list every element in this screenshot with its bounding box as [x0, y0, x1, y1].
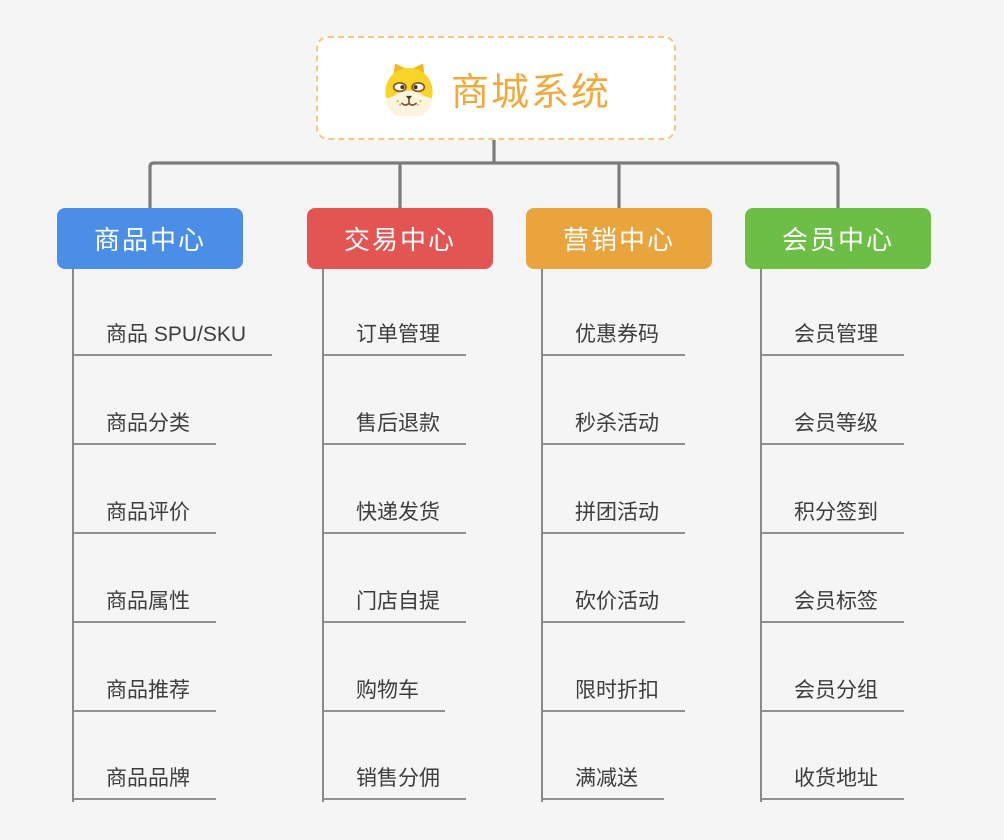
leaf-node[interactable]: 满减送	[543, 765, 664, 800]
branch-column: 会员管理会员等级积分签到会员标签会员分组收货地址	[760, 269, 904, 802]
leaf-node[interactable]: 积分签到	[762, 499, 904, 534]
root-label: 商城系统	[450, 71, 611, 114]
leaf-node[interactable]: 会员分组	[762, 677, 904, 712]
leaf-node[interactable]: 会员等级	[762, 410, 904, 445]
leaf-node[interactable]: 秒杀活动	[543, 410, 685, 445]
leaf-node[interactable]: 商品属性	[74, 588, 216, 623]
branch-node[interactable]: 营销中心	[526, 208, 712, 269]
branch-column: 优惠券码秒杀活动拼团活动砍价活动限时折扣满减送	[541, 269, 685, 802]
leaf-node[interactable]: 快递发货	[324, 499, 466, 534]
branch-node[interactable]: 交易中心	[307, 208, 493, 269]
leaf-node[interactable]: 购物车	[324, 677, 445, 712]
leaf-node[interactable]: 商品分类	[74, 410, 216, 445]
leaf-node[interactable]: 商品推荐	[74, 677, 216, 712]
leaf-node[interactable]: 销售分佣	[324, 765, 466, 800]
leaf-node[interactable]: 会员标签	[762, 588, 904, 623]
leaf-node[interactable]: 门店自提	[324, 588, 466, 623]
leaf-node[interactable]: 商品 SPU/SKU	[74, 321, 273, 356]
dog-face-icon	[385, 63, 433, 116]
leaf-node[interactable]: 订单管理	[324, 321, 466, 356]
branch-column: 订单管理售后退款快递发货门店自提购物车销售分佣	[322, 269, 466, 802]
leaf-node[interactable]: 会员管理	[762, 321, 904, 356]
leaf-node[interactable]: 售后退款	[324, 410, 466, 445]
leaf-node[interactable]: 优惠券码	[543, 321, 685, 356]
leaf-node[interactable]: 收货地址	[762, 765, 904, 800]
leaf-node[interactable]: 限时折扣	[543, 677, 685, 712]
leaf-node[interactable]: 砍价活动	[543, 588, 685, 623]
leaf-node[interactable]: 商品品牌	[74, 765, 216, 800]
root-node[interactable]: 商城系统	[316, 36, 676, 140]
branch-column: 商品 SPU/SKU 商品分类商品评价商品属性商品推荐商品品牌	[72, 269, 273, 802]
branch-node[interactable]: 会员中心	[745, 208, 931, 269]
leaf-node[interactable]: 商品评价	[74, 499, 216, 534]
leaf-node[interactable]: 拼团活动	[543, 499, 685, 534]
branch-node[interactable]: 商品中心	[57, 208, 243, 269]
